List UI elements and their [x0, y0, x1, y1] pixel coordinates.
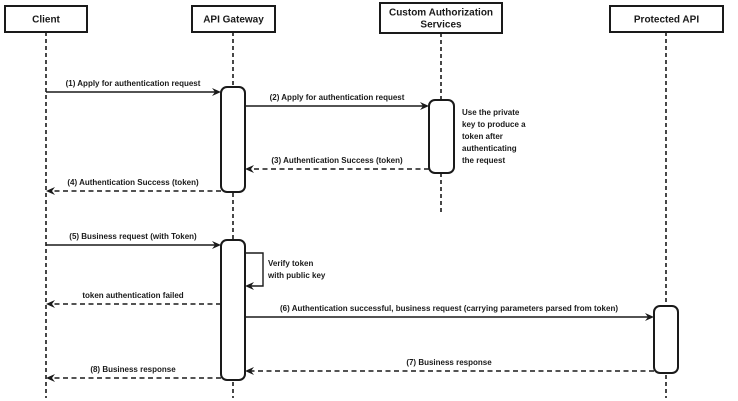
message-6-arrowhead-icon [645, 313, 654, 321]
message-8-arrowhead-icon [46, 374, 55, 382]
self-message-verify-token: Verify token with public key [245, 252, 326, 290]
message-5-arrowhead-icon [212, 241, 221, 249]
message-2-label: (2) Apply for authentication request [270, 93, 405, 102]
participant-box-api-gateway [191, 5, 276, 33]
message-2-arrowhead-icon [420, 102, 429, 110]
protected-api-activation [653, 305, 679, 374]
message-3: (3) Authentication Success (token) [245, 156, 429, 173]
custom-auth-activation [428, 99, 455, 174]
message-6: (6) Authentication successful, business … [245, 304, 654, 321]
note-private-key-text: Use the private [462, 108, 520, 117]
message-5-label: (5) Business request (with Token) [69, 232, 197, 241]
message-4: (4) Authentication Success (token) [46, 178, 221, 195]
note-private-key-text: token after [462, 132, 503, 141]
message-7-arrowhead-icon [245, 367, 254, 375]
note-private-key: Use the private key to produce a token aft… [462, 108, 526, 165]
participant-api-gateway: API Gateway [191, 5, 276, 33]
participant-label-custom-authorization-services: Custom Authorization [389, 8, 493, 19]
participant-box-protected-api [609, 5, 724, 33]
participant-label-client: Client [32, 15, 60, 26]
participant-label-custom-authorization-services: Services [420, 20, 462, 31]
participant-box-client [4, 5, 88, 33]
message-3-arrowhead-icon [245, 165, 254, 173]
message-3-label: (3) Authentication Success (token) [271, 156, 403, 165]
participant-box-custom-authorization-services [379, 2, 503, 34]
message-7: (7) Business response [245, 358, 654, 375]
message-8-label: (8) Business response [90, 365, 176, 374]
self-message-verify-token-arrowhead-icon [245, 282, 254, 290]
self-message-verify-token-line [245, 252, 264, 287]
message-4-arrowhead-icon [46, 187, 55, 195]
participant-protected-api: Protected API [609, 5, 724, 33]
self-message-verify-token-label: Verify token [268, 259, 313, 268]
message-1-arrowhead-icon [212, 88, 221, 96]
message-6-label: (6) Authentication successful, business … [280, 304, 618, 313]
participant-label-protected-api: Protected API [634, 15, 699, 26]
message-7-label: (7) Business response [406, 358, 492, 367]
note-private-key-text: key to produce a [462, 120, 526, 129]
message-1-label: (1) Apply for authentication request [66, 79, 201, 88]
message-2: (2) Apply for authentication request [245, 93, 429, 110]
participant-label-api-gateway: API Gateway [203, 15, 264, 26]
message-1: (1) Apply for authentication request [46, 79, 221, 96]
note-private-key-text: the request [462, 156, 505, 165]
message-5: (5) Business request (with Token) [46, 232, 221, 249]
api-gateway-activation-1 [220, 86, 246, 193]
message-token-failed-label: token authentication failed [82, 291, 183, 300]
api-gateway-activation-2 [220, 239, 246, 381]
participant-client: Client [4, 5, 88, 33]
message-token-failed-arrowhead-icon [46, 300, 55, 308]
message-4-label: (4) Authentication Success (token) [67, 178, 199, 187]
message-8: (8) Business response [46, 365, 221, 382]
self-message-verify-token-label: with public key [267, 271, 326, 280]
message-token-failed: token authentication failed [46, 291, 221, 308]
note-private-key-text: authenticating [462, 144, 517, 153]
